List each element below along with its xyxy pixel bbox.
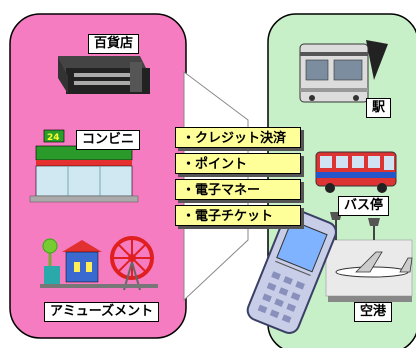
service-points: ・ポイント (175, 153, 301, 174)
airplane-icon (325, 212, 413, 302)
service-e-ticket: ・電子チケット (175, 205, 301, 226)
label-bus-stop: バス停 (338, 196, 390, 216)
label-amusement: アミューズメント (44, 302, 160, 322)
label-department-store: 百貨店 (88, 34, 140, 54)
label-airport: 空港 (354, 302, 393, 322)
label-station: 駅 (366, 98, 392, 118)
train-icon (299, 40, 388, 103)
amusement-park-icon (40, 236, 158, 291)
svg-text:24: 24 (47, 133, 60, 143)
service-credit-payment: ・クレジット決済 (175, 127, 301, 148)
service-e-money: ・電子マネー (175, 179, 301, 200)
department-store-icon (58, 56, 150, 94)
bus-icon (315, 151, 397, 193)
mobile-phone-icon (246, 208, 337, 334)
label-convenience-store: コンビニ (76, 130, 141, 150)
